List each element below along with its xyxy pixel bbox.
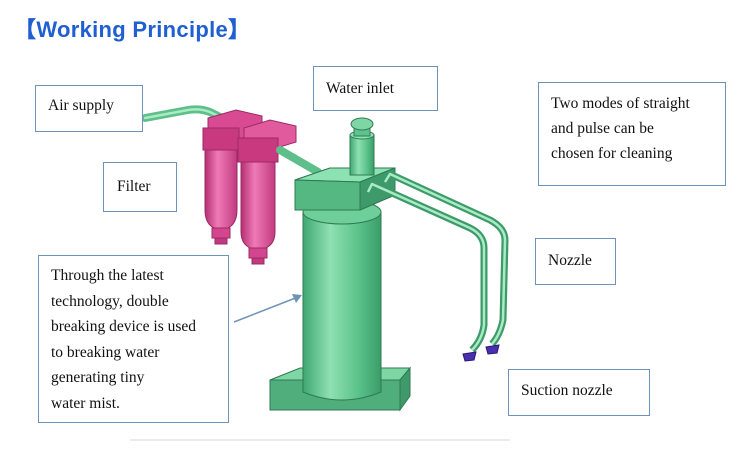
water-inlet-label: Water inlet: [313, 66, 438, 111]
main-cylinder: [302, 199, 382, 401]
nozzle-label: Nozzle: [535, 238, 616, 285]
nozzle-tips: [462, 344, 500, 362]
suction-nozzle-label: Suction nozzle: [508, 369, 650, 416]
pointer-arrow: [233, 294, 302, 323]
water-inlet-stem: [349, 117, 375, 176]
cleaning-modes-note: Two modes of straight and pulse can be c…: [538, 82, 726, 186]
filter-label: Filter: [103, 162, 177, 212]
air-supply-label: Air supply: [35, 85, 143, 132]
nozzle-pipes: [364, 170, 509, 353]
filter-unit: [202, 109, 297, 265]
technology-note: Through the latest technology, double br…: [38, 255, 229, 423]
page-title: 【Working Principle】: [14, 17, 251, 42]
